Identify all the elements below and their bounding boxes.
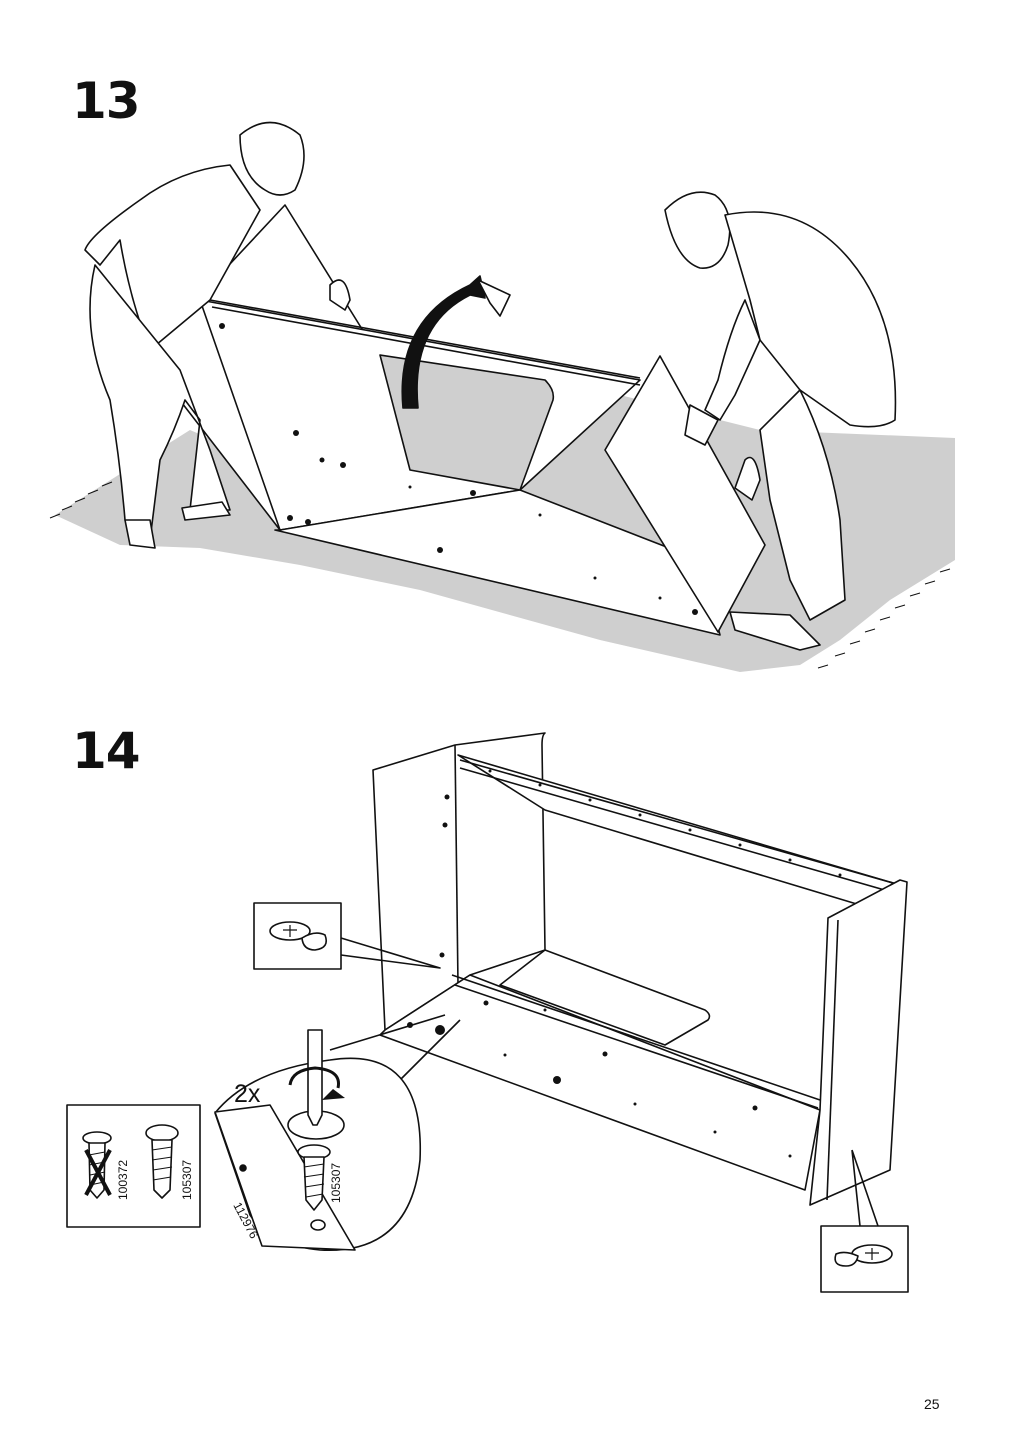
bottom-panel-holes — [407, 794, 792, 1158]
step13-illustration — [49, 121, 955, 672]
cross-out-icon — [84, 1149, 112, 1196]
detail-hole — [239, 1164, 247, 1172]
rotation-arrowhead — [322, 1089, 345, 1100]
page-number: 25 — [924, 1396, 940, 1412]
right-side-panel — [809, 879, 908, 1206]
rail-holes — [488, 769, 842, 877]
screw-id-left: 100372 — [116, 1160, 130, 1200]
panel-holes — [219, 323, 698, 615]
detail-panel — [214, 1104, 356, 1251]
screw-icon — [145, 1124, 179, 1199]
right-side-panel-edge — [826, 919, 839, 1201]
person-right-icon — [664, 191, 897, 651]
step14-illustration — [66, 732, 909, 1293]
detail-cam-slot — [310, 1219, 326, 1231]
front-rail — [451, 974, 821, 1109]
screw-icon — [297, 1144, 331, 1211]
inner-floor-shelf — [499, 949, 711, 1046]
screwdriver-icon — [307, 1029, 323, 1126]
rug-fringe — [49, 481, 951, 669]
rotation-arrow-icon — [288, 1066, 341, 1089]
person-left-icon — [84, 121, 351, 549]
cam-lock-icon — [269, 921, 328, 951]
cam-lock-icon — [834, 1244, 893, 1267]
callout-right-pointer — [851, 1149, 879, 1227]
screw-id-detail: 105307 — [329, 1163, 343, 1203]
left-side-panel-edge — [454, 744, 459, 986]
back-panel-opening — [379, 354, 555, 491]
callout-left-pointer — [340, 937, 441, 969]
multiplier-label: 2x — [234, 1080, 261, 1108]
step-number-14: 14 — [72, 722, 141, 780]
rotate-arrowhead — [477, 279, 511, 317]
screw-id-right: 105307 — [180, 1160, 194, 1200]
left-side-panel — [372, 732, 546, 1031]
step-number-13: 13 — [72, 72, 141, 130]
back-rail — [459, 759, 901, 894]
cabinet-right-side-panel — [604, 355, 766, 633]
